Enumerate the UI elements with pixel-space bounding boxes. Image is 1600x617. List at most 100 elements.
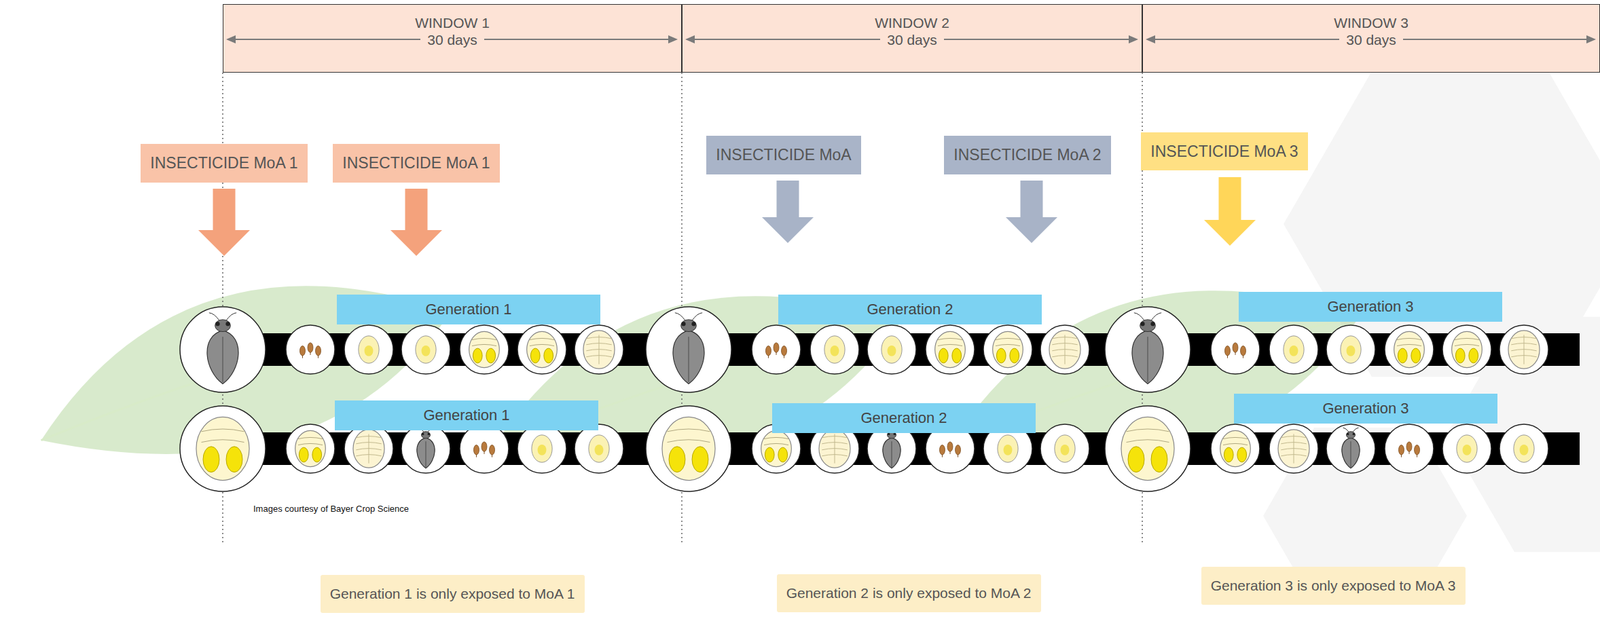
nymph-segment xyxy=(298,437,323,439)
generation-label: Generation 2 xyxy=(866,300,953,319)
note-box: Generation 1 is only exposed to MoA 1 xyxy=(320,575,585,614)
stage-circle xyxy=(517,325,567,375)
stage-circle xyxy=(645,306,732,393)
whitefly-eye xyxy=(427,433,431,436)
egg xyxy=(474,445,480,456)
nymph-spot xyxy=(421,345,431,357)
stage-circle xyxy=(1499,325,1549,375)
life-stage xyxy=(574,424,624,474)
stage-circle xyxy=(1040,325,1090,375)
nymph-segment xyxy=(471,344,497,346)
stage-circle xyxy=(179,306,266,393)
nymph-segment xyxy=(529,344,555,346)
life-stage xyxy=(1269,325,1319,375)
stage-circle xyxy=(1104,406,1191,492)
stage-circle xyxy=(285,424,335,474)
life-stage xyxy=(285,325,335,375)
whitefly-eye xyxy=(691,321,696,326)
nymph-segment xyxy=(471,338,497,340)
time-window: WINDOW 130 days xyxy=(222,4,682,73)
whitefly-head xyxy=(1140,319,1156,333)
nymph-body xyxy=(997,435,1018,463)
arrowhead xyxy=(1145,35,1156,44)
generation-label: Generation 2 xyxy=(860,409,947,428)
nymph-eyespot xyxy=(472,348,483,364)
nymph-body xyxy=(353,429,385,468)
whitefly-eye xyxy=(1352,433,1356,436)
stage-circle xyxy=(1442,325,1492,375)
insecticide-label: INSECTICIDE MoA 3 xyxy=(1150,142,1298,161)
nymph-body xyxy=(1283,336,1304,364)
life-stage xyxy=(983,325,1033,375)
wing-split xyxy=(425,441,427,468)
stage-circle xyxy=(179,406,266,492)
life-stage xyxy=(810,325,860,375)
nymph-body xyxy=(583,330,615,369)
life-stage xyxy=(645,306,732,393)
life-stage xyxy=(179,306,266,393)
stage-circle xyxy=(810,325,860,375)
stage-circle xyxy=(1210,325,1260,375)
stage-circle xyxy=(574,325,624,375)
whitefly-antenna xyxy=(1134,313,1145,321)
whitefly-wing xyxy=(1341,438,1360,469)
nymph-spot xyxy=(364,345,374,357)
window-duration: 30 days xyxy=(880,31,944,49)
insecticide-box: INSECTICIDE MoA 2 xyxy=(943,135,1112,175)
life-stage xyxy=(1384,325,1434,375)
wing-split xyxy=(222,336,224,383)
stage-circle xyxy=(1442,424,1492,474)
nymph-eyespot xyxy=(298,447,309,463)
stage-circle xyxy=(1326,424,1376,474)
nymph-body xyxy=(1456,435,1478,463)
nymph-eyespot xyxy=(996,348,1006,364)
life-stage xyxy=(401,424,451,474)
whitefly-head xyxy=(681,319,697,333)
egg xyxy=(773,342,779,353)
whitefly-antenna xyxy=(692,313,703,321)
nymph-eyespot xyxy=(1151,446,1168,473)
nymph-segment xyxy=(298,443,323,445)
nymph-spot xyxy=(1060,444,1070,456)
life-stage xyxy=(517,424,567,474)
stage-circle xyxy=(1210,424,1260,474)
nymph-eyespot xyxy=(1455,348,1465,364)
insecticide-box: INSECTICIDE MoA xyxy=(706,135,862,175)
life-stage xyxy=(1326,325,1376,375)
spray-arrow xyxy=(390,188,443,257)
nymph-eyespot xyxy=(1237,447,1247,463)
egg xyxy=(1232,342,1239,353)
nymph-spot xyxy=(830,345,840,357)
nymph-eyespot xyxy=(1223,447,1234,463)
insecticide-label: INSECTICIDE MoA xyxy=(715,146,851,165)
note-text: Generation 1 is only exposed to MoA 1 xyxy=(330,586,576,603)
nymph-eyespot xyxy=(312,447,322,463)
egg xyxy=(781,346,788,356)
life-stage xyxy=(645,406,732,492)
life-stage xyxy=(1384,424,1434,474)
egg xyxy=(947,442,953,452)
nymph-segment xyxy=(1223,443,1248,445)
window-title: WINDOW 3 xyxy=(1326,14,1416,32)
nymph-spot xyxy=(887,345,897,357)
insecticide-label: INSECTICIDE MoA 1 xyxy=(150,154,298,173)
whitefly-wing xyxy=(207,330,239,385)
egg xyxy=(1240,346,1247,356)
nymph-body xyxy=(415,336,436,364)
nymph-eyespot xyxy=(530,348,540,364)
wing-split xyxy=(891,441,893,468)
stage-circle xyxy=(1269,424,1319,474)
note-text: Generation 2 is only exposed to MoA 2 xyxy=(786,585,1032,602)
wing-split xyxy=(1147,336,1149,383)
nymph-spot xyxy=(594,444,604,456)
nymph-midline xyxy=(834,433,836,464)
life-stage xyxy=(1104,306,1191,393)
stage-circle xyxy=(1326,325,1376,375)
egg xyxy=(315,346,322,356)
nymph-body xyxy=(819,429,851,468)
life-stage xyxy=(285,424,335,474)
nymph-eyespot xyxy=(778,447,788,463)
generation-band: Generation 1 xyxy=(336,294,601,325)
stage-circle xyxy=(867,325,917,375)
